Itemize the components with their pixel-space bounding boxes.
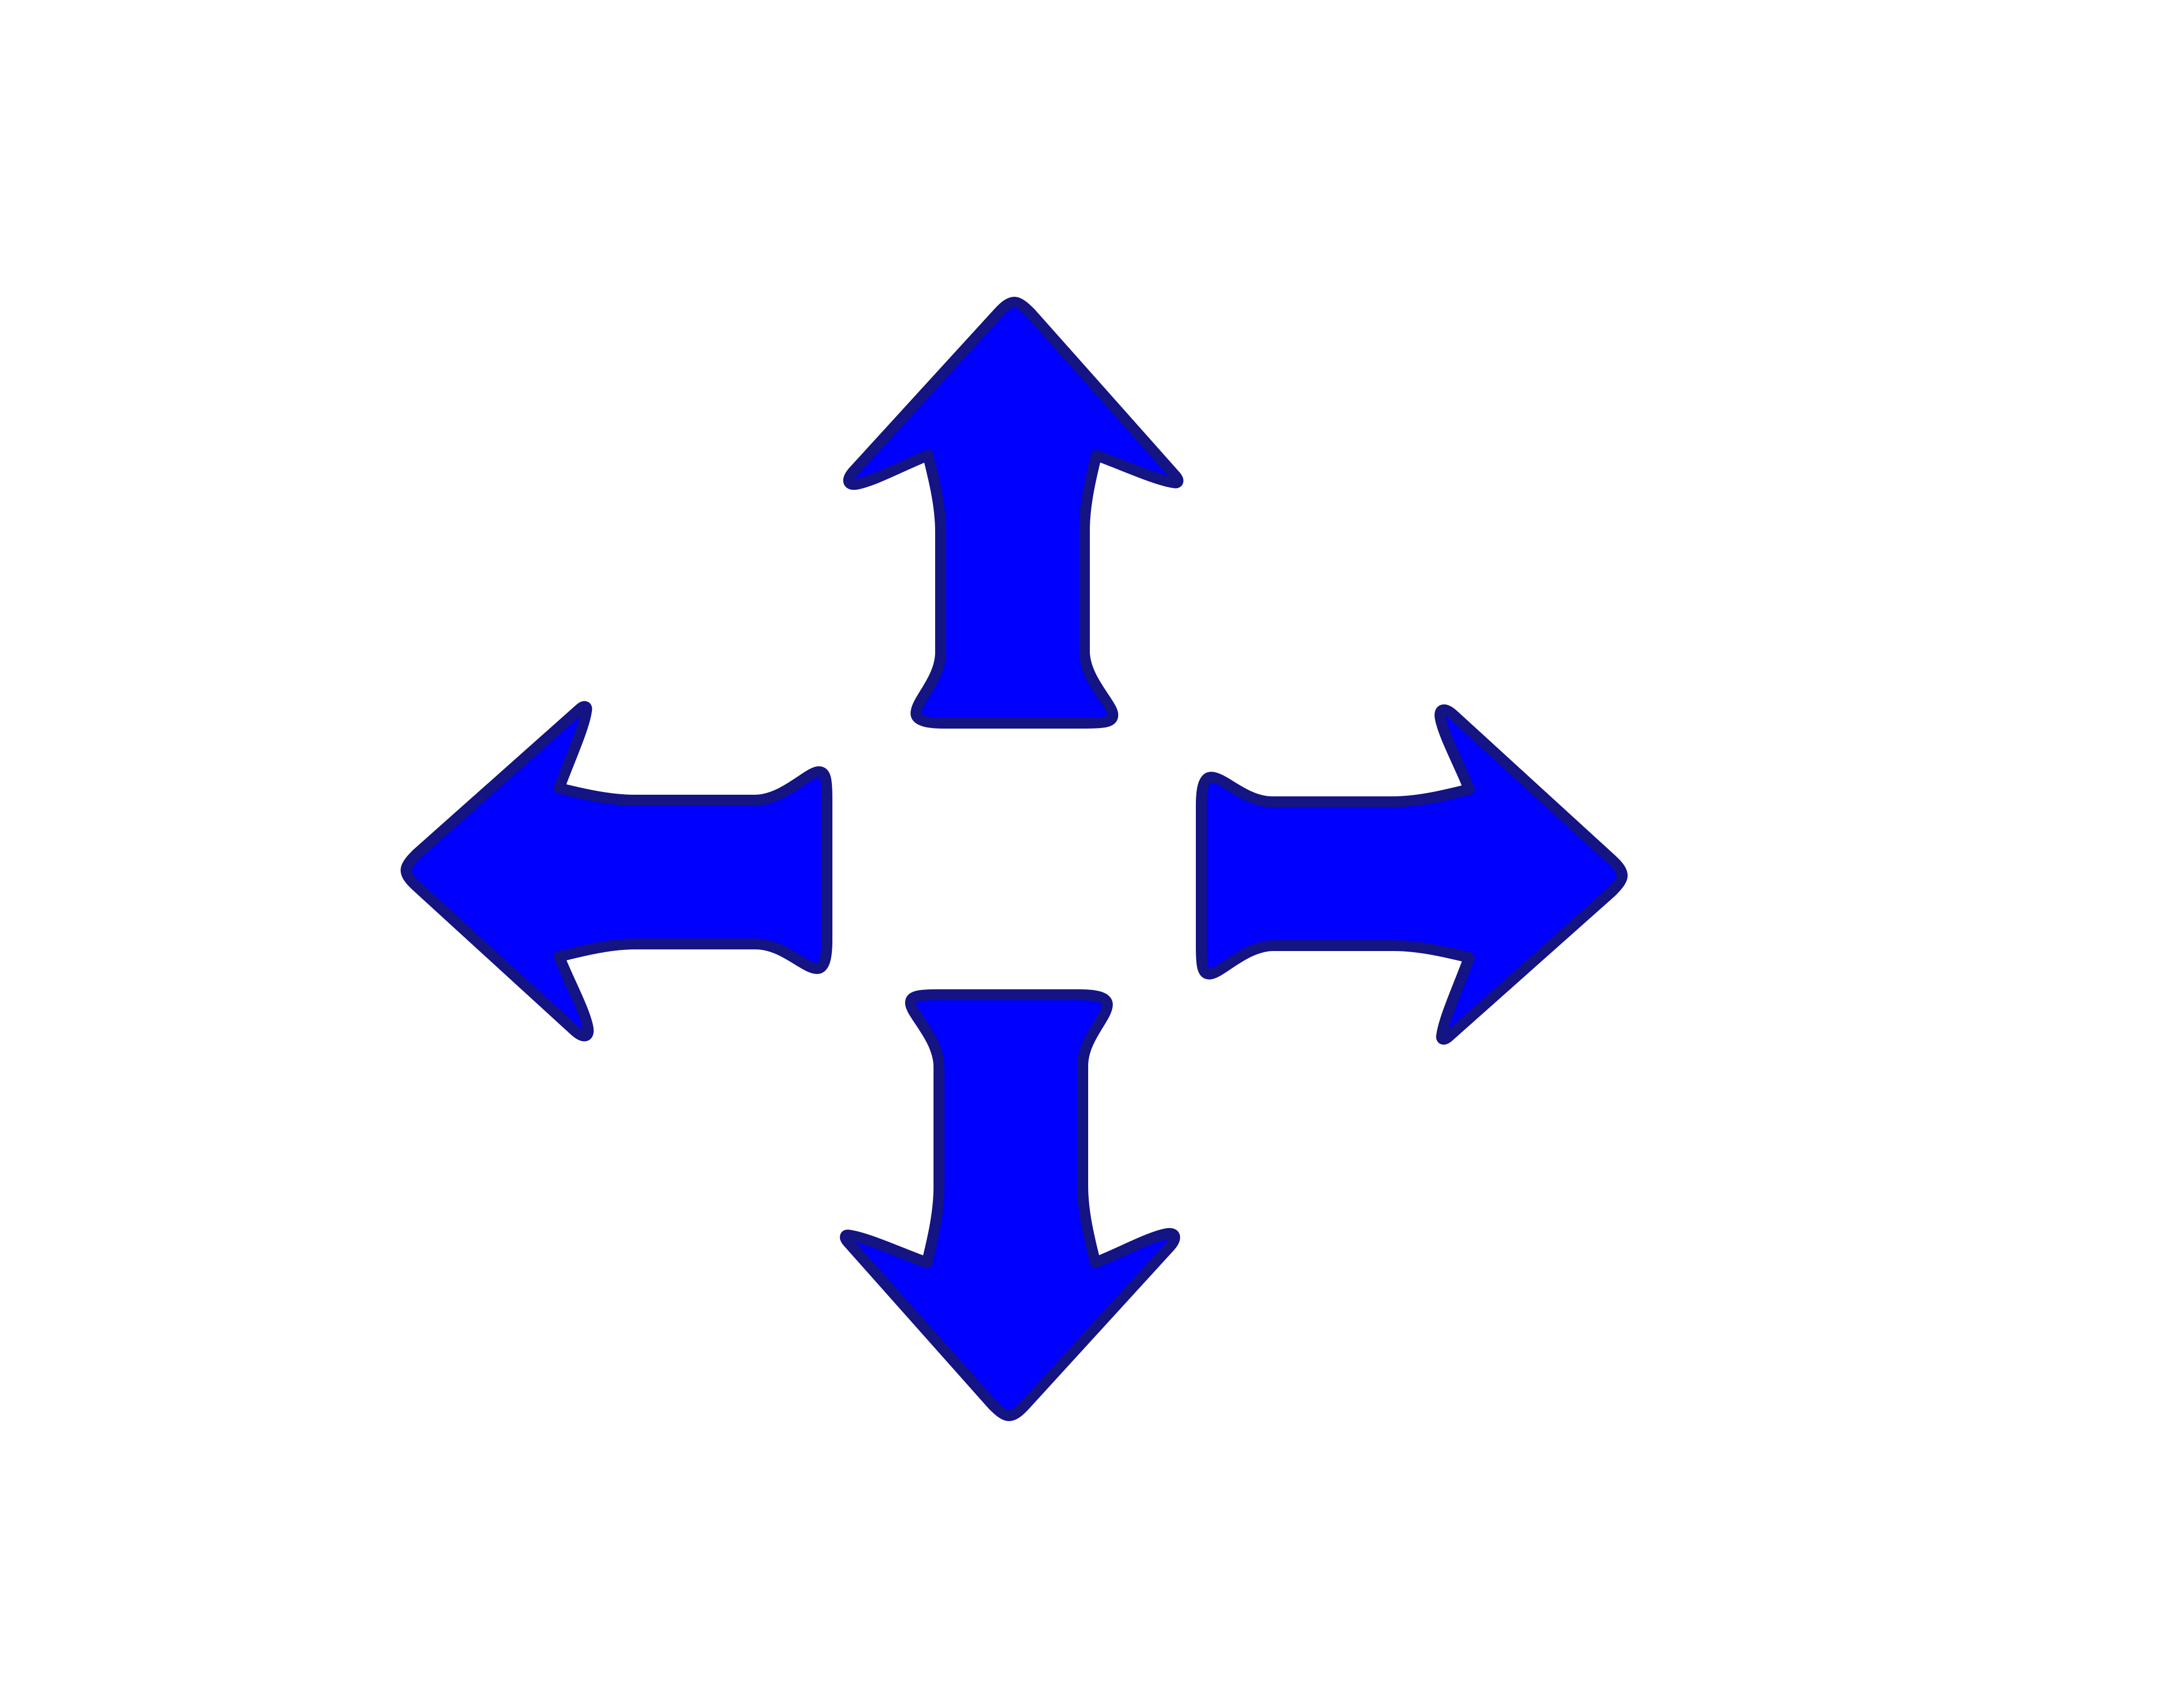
arrow-down-icon xyxy=(839,989,1181,1421)
arrows-group xyxy=(401,297,1628,1421)
arrow-right-icon xyxy=(1196,704,1628,1045)
arrow-up-icon xyxy=(843,297,1184,729)
arrow-left-icon xyxy=(401,701,832,1042)
